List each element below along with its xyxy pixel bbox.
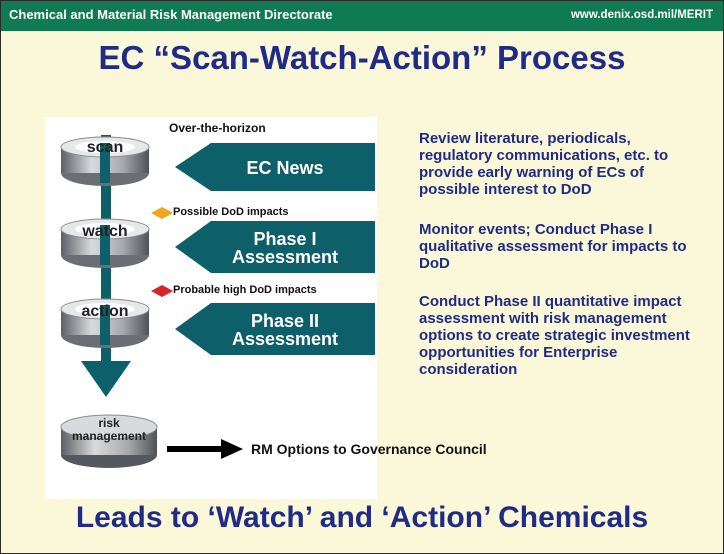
risk-label-line-2: management bbox=[71, 429, 147, 443]
action-label: action bbox=[81, 303, 129, 320]
phase-1-line-2: Assessment bbox=[231, 247, 339, 267]
phase-2-line-1: Phase II bbox=[250, 311, 320, 331]
scan-ring-icon bbox=[60, 136, 150, 186]
scan-description: Review literature, periodicals, regulato… bbox=[419, 130, 669, 198]
risk-management-label: risk management bbox=[59, 417, 159, 443]
action-description: Conduct Phase II quantitative impact ass… bbox=[419, 293, 690, 378]
header-bar: Chemical and Material Risk Management Di… bbox=[1, 1, 723, 31]
probable-impact-marker-icon bbox=[151, 285, 173, 297]
phase-2-banner bbox=[175, 303, 375, 355]
rm-options-label: RM Options to Governance Council bbox=[251, 441, 487, 457]
page-title: EC “Scan-Watch-Action” Process bbox=[98, 39, 626, 76]
directorate-label: Chemical and Material Risk Management Di… bbox=[9, 7, 333, 22]
ec-news-banner bbox=[175, 143, 375, 191]
phase-2-line-2: Assessment bbox=[231, 329, 339, 349]
over-the-horizon-label: Over-the-horizon bbox=[169, 121, 266, 135]
risk-management-disk-icon bbox=[60, 414, 158, 468]
action-ring-icon bbox=[60, 298, 150, 348]
website-url: www.denix.osd.mil/MERIT bbox=[570, 9, 713, 21]
scan-label: scan bbox=[86, 139, 124, 156]
watch-ring-icon bbox=[60, 218, 150, 268]
phase-1-line-1: Phase I bbox=[253, 229, 317, 249]
process-diagram: Over-the-horizon scan EC bbox=[45, 117, 487, 499]
watch-description: Monitor events; Conduct Phase I qualitat… bbox=[419, 221, 687, 272]
possible-impact-marker-icon bbox=[151, 207, 173, 219]
risk-label-line-1: risk bbox=[98, 416, 120, 430]
footer-statement: Leads to ‘Watch’ and ‘Action’ Chemicals bbox=[75, 501, 649, 534]
possible-impacts-label: Possible DoD impacts bbox=[173, 206, 289, 218]
phase-1-banner bbox=[175, 221, 375, 273]
probable-impacts-label: Probable high DoD impacts bbox=[173, 284, 317, 296]
right-arrow-icon bbox=[167, 439, 243, 459]
ec-news-text: EC News bbox=[246, 158, 324, 178]
watch-label: watch bbox=[82, 223, 128, 240]
